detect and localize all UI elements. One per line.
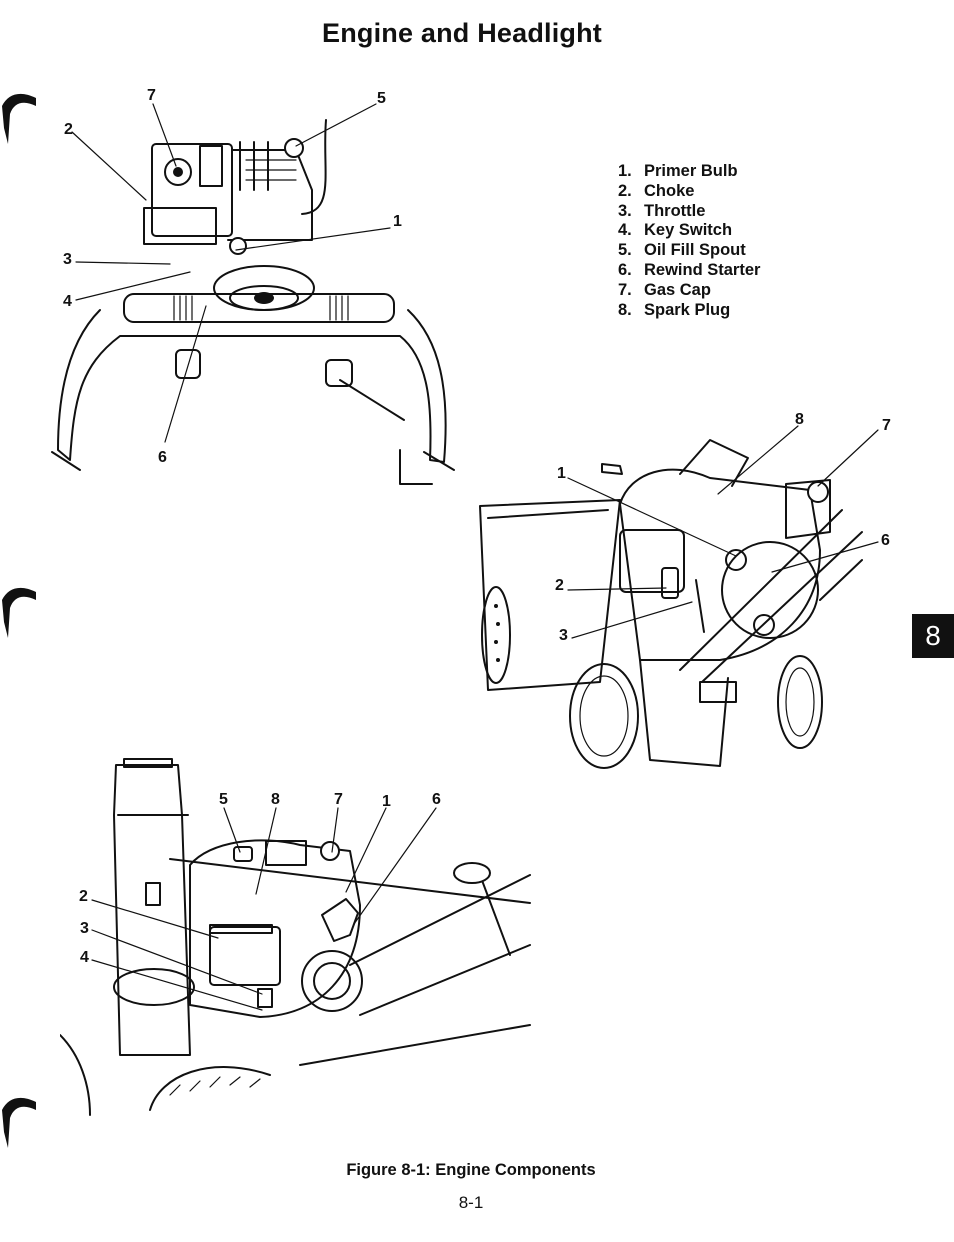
page-number: 8-1 <box>458 1193 484 1212</box>
fig-b-callout-7: 7 <box>882 417 891 434</box>
fig-c-callout-2: 2 <box>79 888 88 905</box>
engine-top-view-illustration <box>51 119 455 485</box>
legend-item: 3.Throttle <box>618 201 706 220</box>
legend-item: 2.Choke <box>618 181 695 200</box>
snowthrower-side-view-illustration <box>479 439 863 769</box>
fig-a-callout-2: 2 <box>64 121 73 138</box>
legend-item: 5.Oil Fill Spout <box>618 241 746 260</box>
fig-c-callout-6: 6 <box>432 791 441 808</box>
binding-mark-middle <box>2 587 36 638</box>
fig-c-callout-1: 1 <box>382 793 391 810</box>
fig-c-callout-4: 4 <box>80 949 89 966</box>
fig-b-callout-2: 2 <box>555 577 564 594</box>
legend-item: 4.Key Switch <box>618 221 733 240</box>
fig-a-callout-6: 6 <box>158 449 167 466</box>
parts-legend: 1.Primer Bulb 2.Choke 3.Throttle 4.Key S… <box>618 162 760 320</box>
fig-c-callout-8: 8 <box>271 791 280 808</box>
fig-a-callout-5: 5 <box>377 90 386 107</box>
legend-item: 7.Gas Cap <box>618 280 711 299</box>
fig-a-callout-7: 7 <box>147 87 156 104</box>
fig-c-callout-5: 5 <box>219 791 228 808</box>
legend-item: 8.Spark Plug <box>618 300 731 319</box>
binding-mark-top <box>2 93 36 144</box>
fig-b-callout-8: 8 <box>795 411 804 428</box>
engine-closeup-illustration <box>60 758 531 1116</box>
fig-a-callout-3: 3 <box>63 251 72 268</box>
fig-c-callout-3: 3 <box>80 920 89 937</box>
binding-mark-bottom <box>2 1097 36 1148</box>
page-title: Engine and Headlight <box>321 18 602 48</box>
legend-item: 6.Rewind Starter <box>618 260 761 279</box>
fig-b-callout-1: 1 <box>557 465 566 482</box>
fig-a-callout-1: 1 <box>393 213 402 230</box>
legend-item: 1.Primer Bulb <box>618 162 738 180</box>
fig-b-callout-6: 6 <box>881 532 890 549</box>
fig-c-callout-7: 7 <box>334 791 343 808</box>
fig-b-callout-3: 3 <box>559 627 568 644</box>
fig-a-callout-4: 4 <box>63 293 72 310</box>
figure-caption: Figure 8-1: Engine Components <box>346 1161 596 1179</box>
section-tab: 8 <box>912 614 954 658</box>
